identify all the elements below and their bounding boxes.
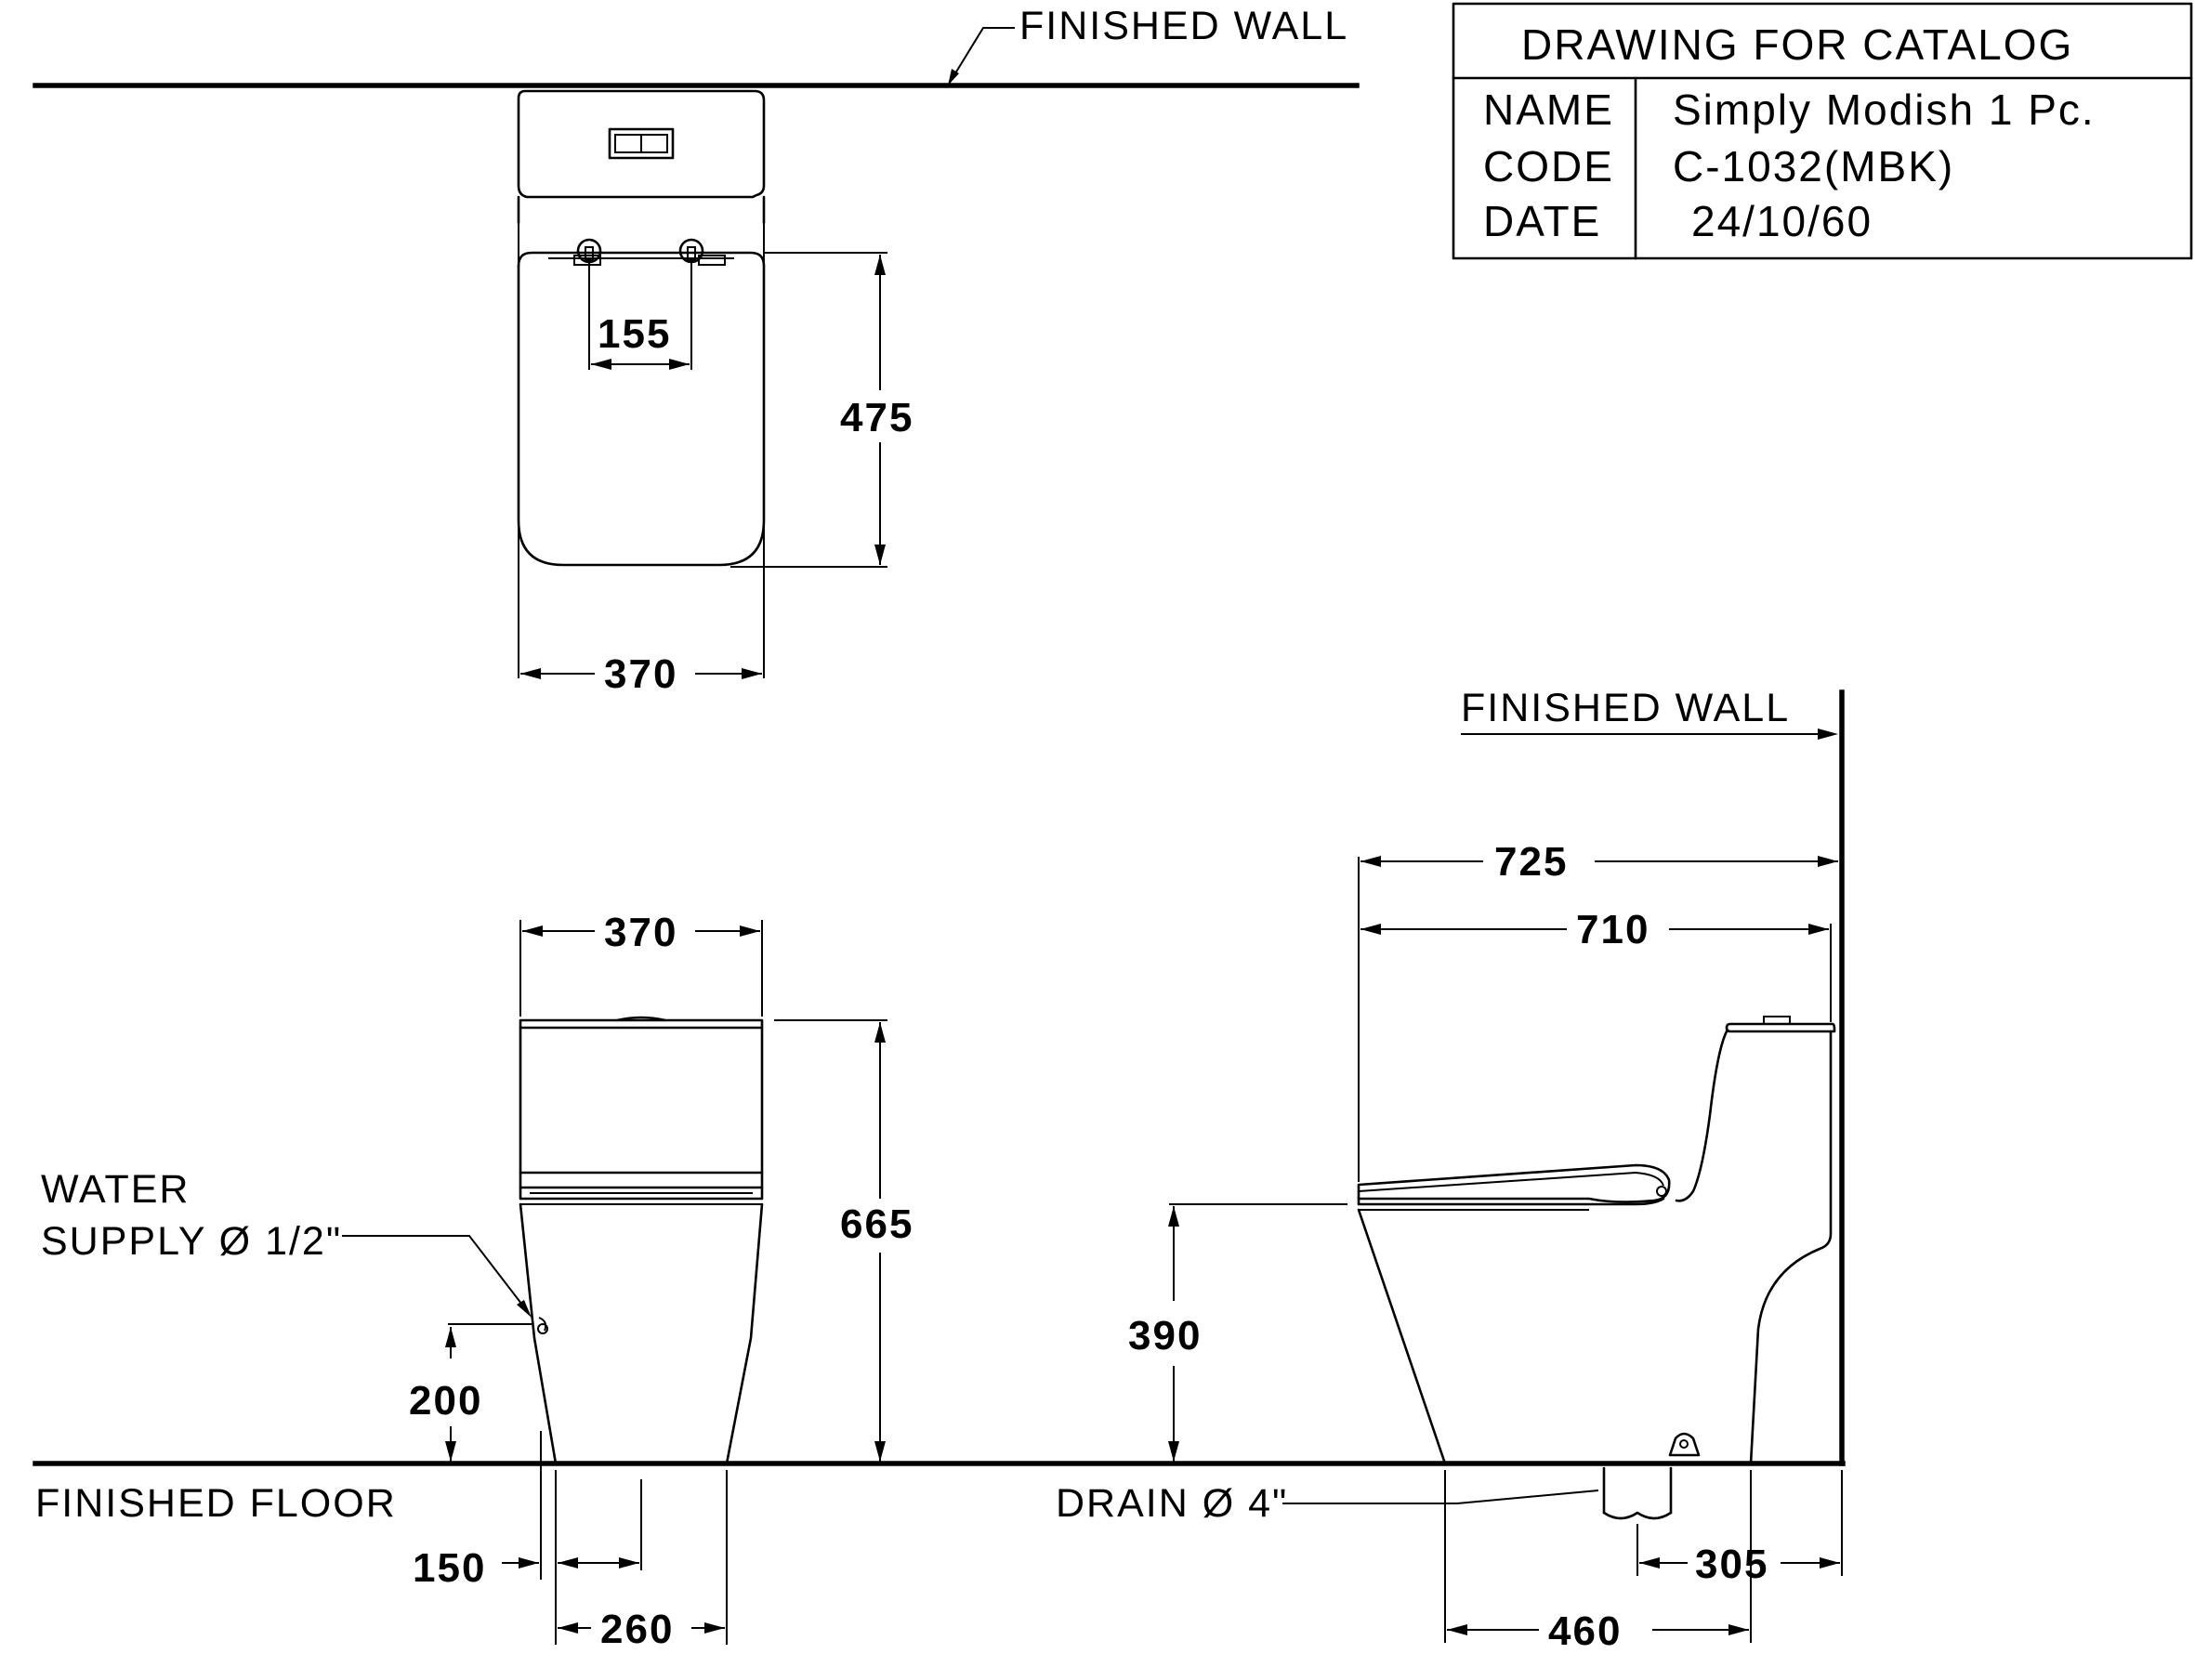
dim-side-base-depth: 460 (1548, 1608, 1622, 1654)
code-value: C-1032(MBK) (1673, 142, 1954, 190)
water-supply-label-1: WATER (41, 1167, 190, 1212)
title-heading: DRAWING FOR CATALOG (1521, 20, 2073, 69)
finished-wall-label-side: FINISHED WALL (1461, 686, 1790, 730)
dim-top-width: 370 (604, 651, 677, 697)
dim-water-supply-offset: 150 (413, 1545, 486, 1591)
title-block: DRAWING FOR CATALOG NAME Simply Modish 1… (1452, 2, 2193, 260)
name-label: NAME (1483, 85, 1614, 134)
side-view: FINISHED WALL 725 (1056, 686, 1845, 1654)
dim-side-seat-height: 390 (1128, 1313, 1202, 1358)
name-value: Simply Modish 1 Pc. (1673, 85, 2096, 134)
finished-floor-label: FINISHED FLOOR (35, 1481, 397, 1526)
dim-top-depth: 475 (840, 395, 913, 440)
code-label: CODE (1483, 142, 1614, 190)
dim-front-height: 665 (840, 1201, 913, 1247)
dim-front-width: 370 (604, 910, 677, 955)
hinge-icon (1656, 1186, 1667, 1197)
date-value: 24/10/60 (1691, 197, 1873, 245)
top-view: FINISHED WALL 155 (33, 4, 1360, 697)
dim-side-body-depth: 710 (1576, 907, 1650, 952)
dim-side-overall-depth: 725 (1494, 839, 1568, 885)
dim-side-drain-distance: 305 (1695, 1542, 1768, 1587)
dim-front-base-width: 260 (600, 1607, 674, 1652)
dim-water-supply-height: 200 (409, 1378, 482, 1424)
flush-button-icon (608, 127, 675, 160)
front-view: FINISHED FLOOR 370 665 WATER (33, 910, 1846, 1652)
finished-wall-label-top: FINISHED WALL (1019, 4, 1348, 48)
drain-label: DRAIN Ø 4" (1056, 1481, 1288, 1526)
water-supply-label-2: SUPPLY Ø 1/2" (41, 1219, 342, 1264)
dim-hole-spacing: 155 (598, 311, 671, 357)
date-label: DATE (1483, 197, 1601, 245)
